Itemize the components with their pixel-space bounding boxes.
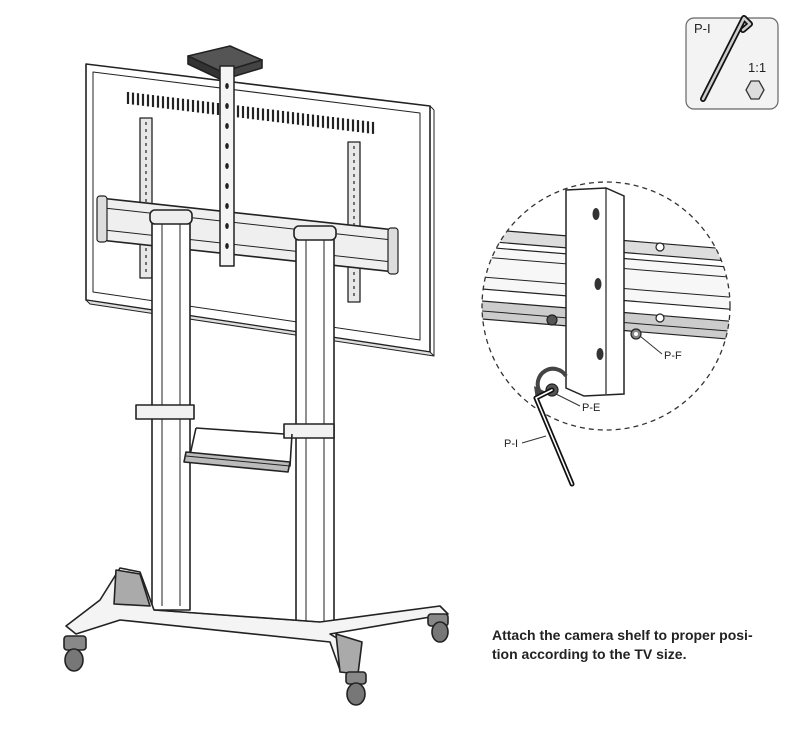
callout-leaders [521, 335, 663, 444]
instruction-line-2: tion according to the TV size. [492, 646, 687, 662]
column-clamps [135, 404, 335, 439]
vesa-bracket-right [347, 141, 361, 303]
hardware-box: P-I 1:1 [685, 15, 779, 110]
caster-back-right [427, 613, 449, 643]
tv-stand-illustration [63, 45, 449, 706]
hardware-scale-label: 1:1 [748, 60, 766, 75]
base-frame [65, 567, 449, 675]
detail-zoom-view: P-F P-E P-I [481, 181, 731, 487]
caster-front-right [345, 671, 367, 706]
caster-front-left [63, 635, 87, 672]
camera-shelf [187, 45, 263, 267]
callout-nut-label: P-E [582, 402, 600, 414]
tv-vent-slots [126, 92, 375, 134]
hardware-part-label: P-I [694, 21, 711, 36]
allen-wrench-detail-icon [533, 387, 575, 487]
instruction-line-1: Attach the camera shelf to proper posi- [492, 627, 753, 643]
assembly-instruction: Attach the camera shelf to proper posi- … [492, 626, 782, 664]
vesa-bracket-left [139, 117, 153, 279]
lower-tray [183, 427, 293, 473]
callout-washer-label: P-F [664, 350, 682, 362]
allen-wrench-icon [700, 15, 753, 102]
callout-wrench-label: P-I [504, 438, 518, 450]
hex-nut-icon [745, 80, 765, 100]
